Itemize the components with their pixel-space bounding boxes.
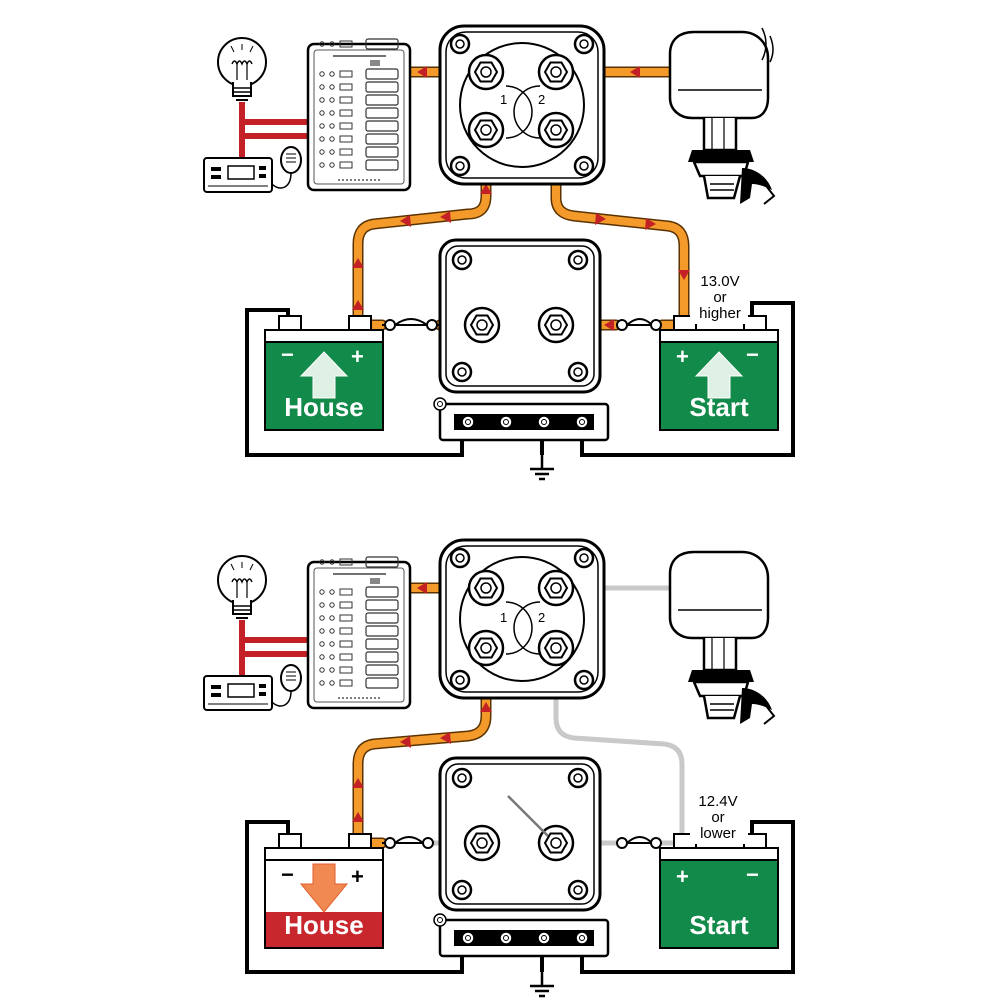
- fuse-house: [382, 318, 440, 331]
- battery-plus: +: [676, 864, 689, 889]
- battery-minus: −: [281, 342, 294, 367]
- relay-terminal: [463, 306, 501, 344]
- svg-text:or: or: [713, 289, 726, 306]
- battery-minus: −: [281, 862, 294, 887]
- battery-plus: +: [676, 344, 689, 369]
- vibration-lines: [761, 27, 774, 63]
- vhf-radio-icon: [203, 146, 302, 193]
- switch-terminal: [537, 53, 575, 91]
- battery-house: − + House: [264, 315, 384, 431]
- battery-switch-icon: [440, 540, 604, 698]
- fuse-start: [616, 318, 662, 331]
- battery-house-label: House: [284, 392, 363, 422]
- battery-minus: −: [746, 862, 759, 887]
- svg-text:lower: lower: [700, 825, 736, 842]
- fuse-house: [382, 836, 434, 849]
- voltage-label: 12.4V or lower: [690, 790, 748, 844]
- battery-start: + − Start: [659, 315, 779, 431]
- light-bulb-icon: [217, 37, 267, 101]
- ground-icon: [528, 970, 556, 998]
- panel-top: 1 2 − + House: [203, 26, 795, 481]
- switch-terminal: [537, 629, 575, 667]
- svg-text:higher: higher: [699, 305, 741, 322]
- panel-bottom: 1 2 − + House + −: [203, 540, 795, 998]
- switch-terminal: [537, 111, 575, 149]
- ground-icon: [528, 453, 556, 481]
- battery-switch-icon: [440, 26, 604, 184]
- battery-house: − + House: [264, 833, 384, 949]
- switch-label-2: 2: [538, 610, 545, 625]
- switch-terminal: [537, 569, 575, 607]
- battery-minus: −: [746, 342, 759, 367]
- breaker-panel-icon: [308, 557, 410, 708]
- switch-terminal: [467, 629, 505, 667]
- vhf-radio-icon: [203, 664, 302, 711]
- automatic-charging-relay-icon: [440, 758, 600, 910]
- breaker-panel-icon: [308, 39, 410, 190]
- bus-bar-icon: [434, 398, 608, 440]
- switch-terminal: [467, 569, 505, 607]
- battery-plus: +: [351, 864, 364, 889]
- battery-house-label: House: [284, 910, 363, 940]
- svg-text:or: or: [711, 809, 724, 826]
- light-bulb-icon: [217, 555, 267, 619]
- relay-open-contact: [507, 795, 549, 837]
- svg-text:13.0V: 13.0V: [700, 273, 739, 290]
- battery-house-body: [266, 912, 382, 947]
- fuse-start: [616, 836, 662, 849]
- battery-start: + − Start: [659, 833, 779, 949]
- switch-label-1: 1: [500, 92, 507, 107]
- battery-start-body: [659, 859, 779, 949]
- switch-terminal: [467, 111, 505, 149]
- relay-terminal: [537, 306, 575, 344]
- outboard-motor-icon: [668, 30, 776, 206]
- switch-label-1: 1: [500, 610, 507, 625]
- battery-start-label: Start: [689, 392, 749, 422]
- bus-bar-icon: [434, 914, 608, 956]
- battery-plus: +: [351, 344, 364, 369]
- outboard-motor-icon: [668, 550, 776, 726]
- battery-start-label: Start: [689, 910, 749, 940]
- voltage-label: 13.0V or higher: [690, 270, 748, 324]
- switch-label-2: 2: [538, 92, 545, 107]
- automatic-charging-relay-icon: [440, 240, 600, 392]
- switch-terminal: [467, 53, 505, 91]
- relay-terminal: [463, 824, 501, 862]
- svg-text:12.4V: 12.4V: [698, 793, 737, 810]
